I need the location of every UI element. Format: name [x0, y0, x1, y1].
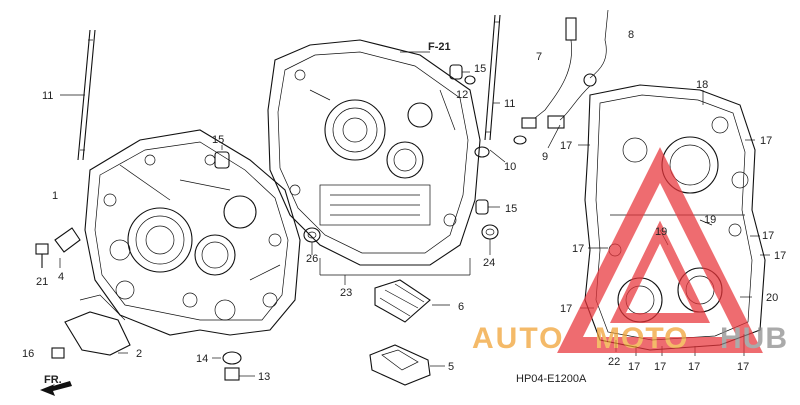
callout-17-f: 17	[560, 303, 572, 315]
callout-7: 7	[536, 51, 542, 63]
callout-11-left: 11	[42, 90, 53, 102]
o-ring[interactable]	[464, 75, 476, 85]
callout-1: 1	[52, 190, 58, 202]
callout-15-b: 15	[474, 63, 486, 75]
callout-15-a: 15	[212, 134, 224, 146]
callout-22: 22	[608, 356, 620, 368]
callout-8: 8	[628, 29, 634, 41]
callout-17-e: 17	[774, 250, 786, 262]
oil-strainer-6[interactable]	[374, 279, 431, 323]
callout-20: 20	[766, 292, 778, 304]
callout-17-h: 17	[654, 361, 666, 373]
watermark-text-hub: HUB	[720, 322, 788, 355]
washer-10[interactable]	[474, 135, 527, 158]
callout-26: 26	[306, 253, 318, 265]
callout-21: 21	[36, 276, 48, 288]
oil-seal-26[interactable]	[303, 227, 321, 243]
callout-17-c: 17	[762, 230, 774, 242]
drain-washer-14[interactable]	[222, 351, 242, 365]
callout-labels: 11 1 4 21 16 2 15 14 13 F-21 15 12 11 10…	[22, 29, 786, 386]
bolt-16[interactable]	[51, 347, 65, 359]
callout-19-b: 19	[655, 226, 667, 238]
callout-11-right: 11	[504, 98, 515, 110]
callout-13: 13	[258, 371, 270, 383]
watermark-text-auto: AUTO	[472, 322, 564, 355]
callout-4: 4	[58, 271, 64, 283]
callout-2: 2	[136, 348, 142, 360]
dowel-pin-c[interactable]	[475, 199, 489, 215]
sensor-8[interactable]	[547, 9, 609, 129]
oil-filter-5[interactable]	[369, 344, 431, 386]
clamp-4[interactable]	[54, 227, 81, 253]
callout-17-g: 17	[628, 361, 640, 373]
callout-10: 10	[504, 161, 516, 173]
watermark-triangle-outer	[557, 147, 763, 353]
callout-15-c: 15	[505, 203, 517, 215]
callout-5: 5	[448, 361, 454, 373]
assembly-bracket-23	[319, 258, 471, 285]
callout-17-a: 17	[560, 140, 572, 152]
diagram-ref-code: HP04-E1200A	[516, 373, 587, 385]
callout-17-j: 17	[737, 361, 749, 373]
left-crankcase[interactable]	[84, 129, 301, 336]
stud-bolt-right[interactable]	[484, 14, 501, 141]
callout-6: 6	[458, 301, 464, 313]
dowel-pin-a[interactable]	[214, 151, 230, 169]
oil-seal-24[interactable]	[481, 224, 499, 240]
callout-12: 12	[456, 89, 468, 101]
watermark-triangle-inner	[609, 220, 711, 323]
callout-16: 16	[22, 348, 34, 360]
callout-17-b: 17	[760, 135, 772, 147]
callout-9: 9	[542, 151, 548, 163]
callout-14: 14	[196, 353, 208, 365]
callout-17-i: 17	[688, 361, 700, 373]
callout-17-d: 17	[572, 243, 584, 255]
bolt-21[interactable]	[35, 243, 49, 268]
watermark-text-moto: MOTO	[595, 322, 688, 355]
watermark-logo: AUTO MOTO HUB	[472, 147, 788, 355]
front-direction-arrow	[40, 381, 72, 396]
callout-19-a: 19	[704, 214, 716, 226]
callout-fig-ref: F-21	[428, 41, 451, 53]
cover-plate-2[interactable]	[64, 294, 131, 356]
callout-24: 24	[483, 257, 495, 269]
callout-23: 23	[340, 287, 352, 299]
direction-label: FR.	[44, 374, 62, 386]
sensor-7[interactable]	[521, 17, 577, 129]
drain-bolt-13[interactable]	[224, 367, 240, 381]
callout-18: 18	[696, 79, 708, 91]
right-crankcase[interactable]	[267, 39, 481, 266]
